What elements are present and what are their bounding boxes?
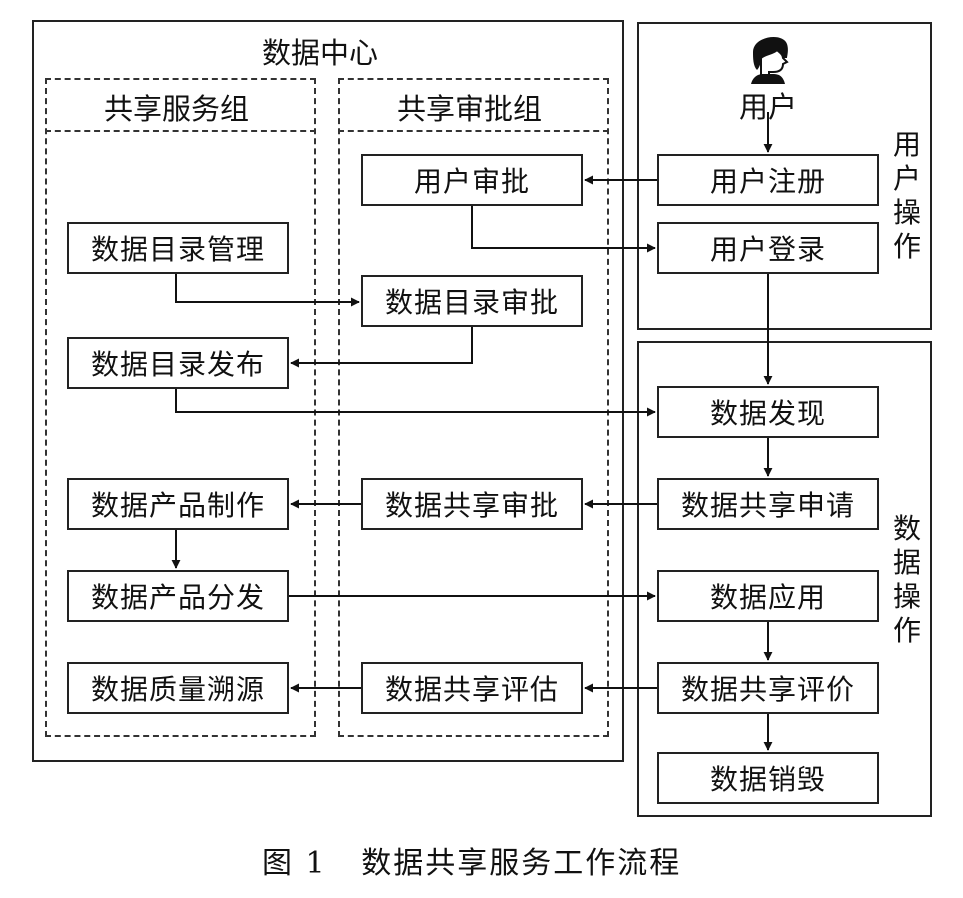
- share-approval-box: 数据共享审批: [361, 478, 583, 530]
- catalog-approval-box: 数据目录审批: [361, 275, 583, 327]
- service-group-frame: [45, 78, 316, 737]
- data-center-title: 数据中心: [262, 36, 379, 70]
- share-assessment-box: 数据共享评估: [361, 662, 583, 714]
- data-destruction-box: 数据销毁: [657, 752, 879, 804]
- arrow-approval-to-login: [471, 206, 656, 253]
- product-making-box: 数据产品制作: [67, 478, 289, 530]
- data-application-box: 数据应用: [657, 570, 879, 622]
- user-icon: [751, 37, 789, 84]
- approval-group-frame: [338, 78, 609, 737]
- product-distribution-box: 数据产品分发: [67, 570, 289, 622]
- catalog-management-box: 数据目录管理: [67, 222, 289, 274]
- arrow-catalog-mgmt-to-approval: [175, 274, 360, 307]
- user-login-box: 用户登录: [657, 222, 879, 274]
- arrow-publish-to-discovery: [175, 389, 656, 417]
- approval-group-title: 共享审批组: [397, 92, 543, 126]
- user-ops-frame: [637, 22, 932, 330]
- share-request-box: 数据共享申请: [657, 478, 879, 530]
- service-group-title: 共享服务组: [104, 92, 250, 126]
- data-ops-label: 数据操作: [892, 512, 921, 647]
- user-register-box: 用户注册: [657, 154, 879, 206]
- arrow-catalog-approval-to-publish: [290, 327, 473, 368]
- figure-caption: 图 1 数据共享服务工作流程: [262, 846, 682, 881]
- data-discovery-box: 数据发现: [657, 386, 879, 438]
- user-approval-box: 用户审批: [361, 154, 583, 206]
- quality-tracing-box: 数据质量溯源: [67, 662, 289, 714]
- service-group-divider: [45, 130, 316, 132]
- data-center-frame: [32, 20, 624, 762]
- share-evaluation-box: 数据共享评价: [657, 662, 879, 714]
- data-ops-frame: [637, 341, 932, 817]
- approval-group-divider: [338, 130, 609, 132]
- catalog-publish-box: 数据目录发布: [67, 337, 289, 389]
- user-ops-label: 用户操作: [892, 128, 921, 263]
